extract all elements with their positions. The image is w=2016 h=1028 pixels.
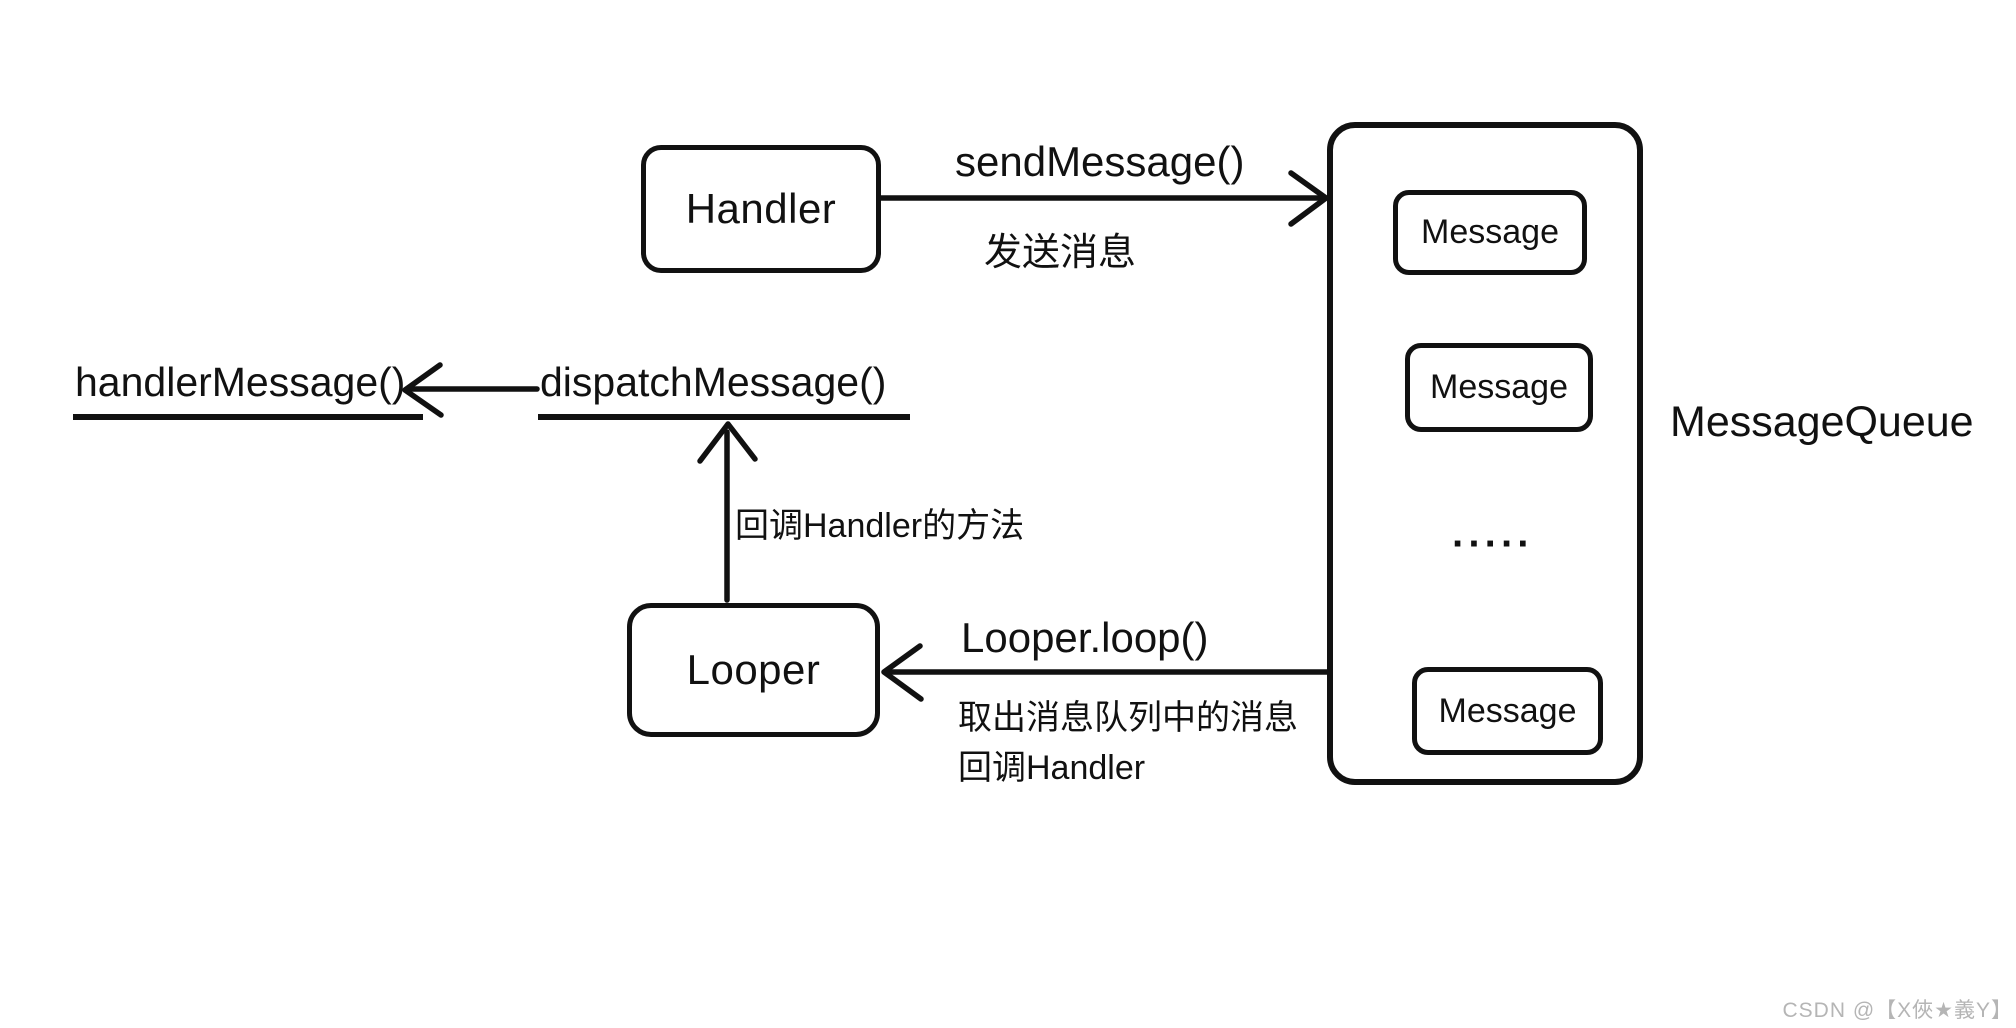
message-node-3: Message — [1412, 667, 1603, 755]
handler-node-label: Handler — [685, 185, 837, 232]
handler-message-label: handlerMessage() — [73, 359, 424, 420]
looper-node-label: Looper — [686, 646, 821, 693]
looper-loop-label: Looper.loop() — [961, 614, 1209, 661]
message-node-2: Message — [1405, 343, 1593, 432]
handle-left-arrow — [402, 362, 540, 418]
message-queue-title: MessageQueue — [1670, 398, 1974, 446]
message-node-3-label: Message — [1438, 691, 1577, 730]
callback-method-label: 回调Handler的方法 — [735, 507, 1025, 545]
queue-ellipsis: ····· — [1452, 522, 1534, 566]
dispatch-message-label: dispatchMessage() — [538, 359, 911, 420]
dequeue-label: 取出消息队列中的消息 — [958, 699, 1298, 737]
csdn-watermark: CSDN @【X俠★義Y】 — [1782, 999, 2013, 1022]
handler-node: Handler — [641, 145, 881, 273]
looper-node: Looper — [627, 603, 880, 737]
message-node-1: Message — [1393, 190, 1587, 275]
send-message-label: sendMessage() — [955, 138, 1245, 185]
message-node-2-label: Message — [1430, 368, 1568, 406]
message-node-1-label: Message — [1421, 213, 1559, 251]
callback-handler-label: 回调Handler — [958, 749, 1146, 787]
send-message-zh-label: 发送消息 — [984, 232, 1137, 274]
